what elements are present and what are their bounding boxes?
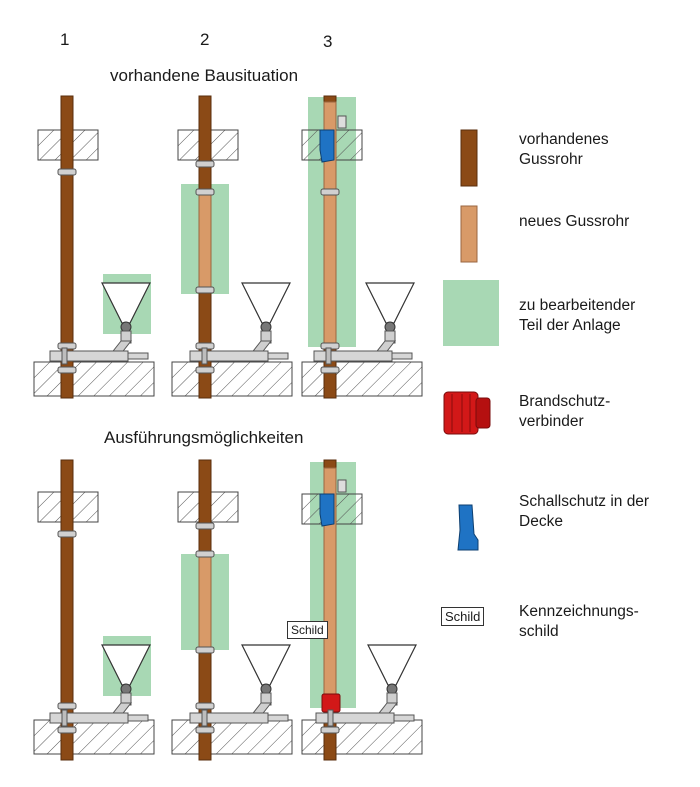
column-number-1: 1 <box>60 30 70 49</box>
floor-slab-2-bottom <box>171 719 293 755</box>
floor-slab-1-bottom <box>33 719 155 755</box>
heading-existing-situation: vorhandene Bausituation <box>110 66 299 85</box>
legend-label-fire-connector: Brandschutz-verbinder <box>519 393 611 431</box>
floor-slab-3-top <box>301 361 423 397</box>
floor-slab-1-top <box>33 361 155 397</box>
fire-connector-3-bottom <box>321 693 341 713</box>
sign-label-drawing: Schild <box>287 621 328 639</box>
heading-options: Ausführungsmöglichkeiten <box>104 428 304 447</box>
new-pipe-2-bottom <box>198 553 212 649</box>
column-number-3: 3 <box>323 32 333 51</box>
legend-label-sign: Kennzeichnungs-schild <box>519 603 639 641</box>
legend-label-new-pipe: neues Gussrohr <box>519 213 630 230</box>
floor-slab-2-top <box>171 361 293 397</box>
sound-protection-3-bottom <box>319 493 335 527</box>
column-number-2: 2 <box>200 30 210 49</box>
sign-icon: Schild <box>441 607 485 626</box>
new-pipe-2-top <box>198 191 212 289</box>
floor-slab-3-bottom <box>301 719 423 755</box>
sound-protection-3-top <box>319 129 335 163</box>
